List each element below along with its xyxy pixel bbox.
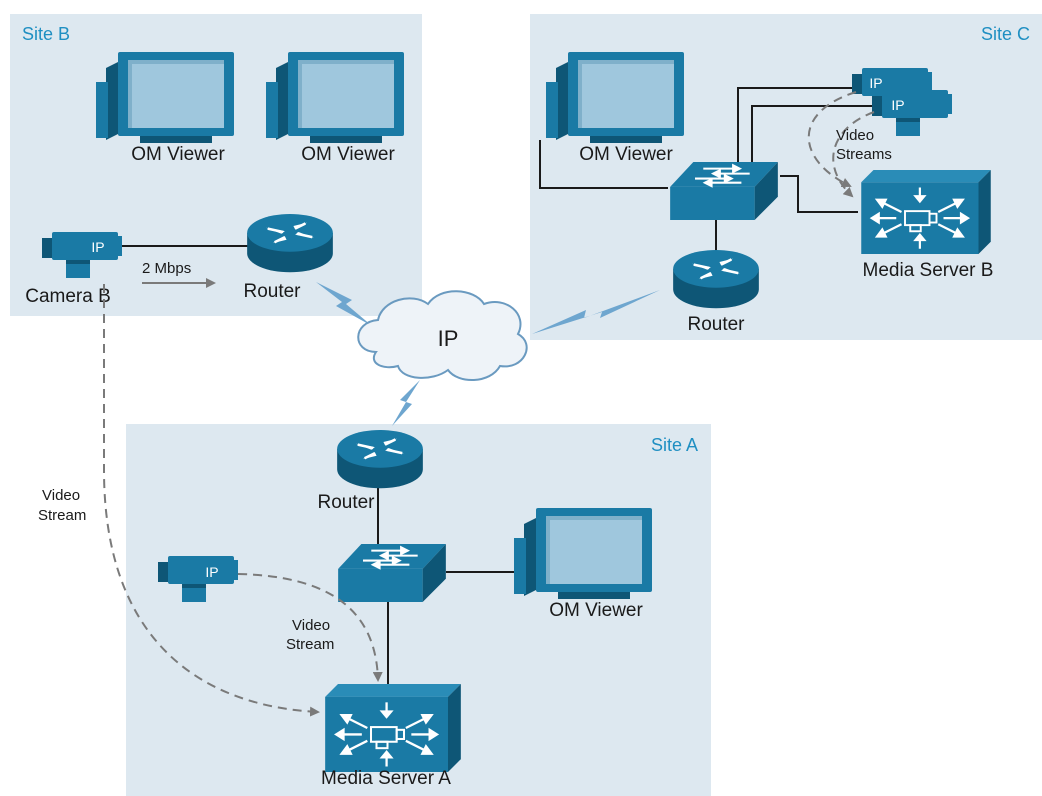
site-a-stream — [237, 573, 383, 682]
site-c-viewer-label: OM Viewer — [579, 144, 673, 165]
monitor-icon — [96, 52, 234, 143]
media-server-a-label: Media Server A — [321, 768, 451, 789]
cross-site-stream-label-line1: Video — [42, 487, 80, 504]
camera-b-label: Camera B — [25, 286, 111, 307]
media-server-b-label: Media Server B — [863, 260, 994, 281]
camera-c1-ip-tag: IP — [869, 75, 882, 91]
cross-site-stream — [103, 284, 320, 717]
site-c-stream-2 — [832, 111, 875, 198]
switch-to-media-server-b-wire — [780, 175, 858, 213]
site-a-viewer-label: OM Viewer — [549, 600, 643, 621]
video-streams-label-line2: Streams — [836, 146, 892, 163]
cloud-icon — [357, 290, 528, 382]
site-c-stream-1 — [807, 91, 857, 188]
router-icon — [671, 248, 761, 310]
switch-icon — [336, 542, 448, 604]
site-c-label: Site C — [981, 24, 1030, 44]
monitor-icon — [514, 508, 652, 599]
site-a-stream-label-line2: Stream — [286, 636, 334, 653]
camera-b-ip-tag: IP — [91, 239, 104, 255]
monitor-icon — [546, 52, 684, 143]
wan-link-icon — [316, 282, 660, 426]
camera-c1-to-switch-wire — [737, 87, 856, 168]
cloud-label: IP — [438, 326, 459, 351]
camera-a-ip-tag: IP — [205, 564, 218, 580]
monitor-icon — [266, 52, 404, 143]
router-icon — [245, 212, 335, 274]
switch-icon — [668, 160, 780, 222]
router-icon — [335, 428, 425, 490]
video-streams-label-line1: Video — [836, 127, 874, 144]
router-a-label: Router — [317, 492, 375, 513]
router-c-label: Router — [687, 314, 745, 335]
cross-site-stream-label-line2: Stream — [38, 507, 86, 524]
router-b-label: Router — [243, 281, 301, 302]
camera-c2-ip-tag: IP — [891, 97, 904, 113]
media-server-icon — [323, 682, 463, 774]
site-b-viewer-1-label: OM Viewer — [131, 144, 225, 165]
media-server-icon — [860, 168, 992, 256]
site-b-label: Site B — [22, 24, 70, 44]
camera-c2-to-switch-wire — [751, 105, 874, 165]
bandwidth-label: 2 Mbps — [142, 260, 191, 277]
site-a-stream-label-line1: Video — [292, 617, 330, 634]
viewer-c-to-switch-wire — [539, 140, 668, 189]
site-a-label: Site A — [651, 435, 698, 455]
site-b-viewer-2-label: OM Viewer — [301, 144, 395, 165]
